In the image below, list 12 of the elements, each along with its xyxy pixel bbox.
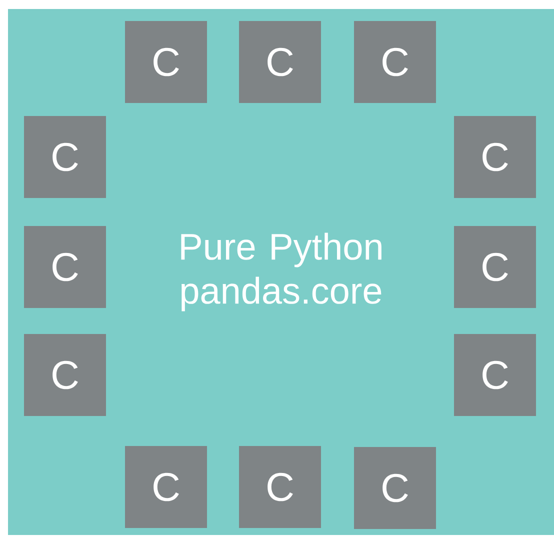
module-box: C — [454, 334, 536, 416]
module-box: C — [24, 226, 106, 308]
module-box: C — [24, 116, 106, 198]
module-box: C — [125, 21, 207, 103]
module-box: C — [354, 447, 436, 529]
module-box: C — [354, 21, 436, 103]
module-box: C — [239, 446, 321, 528]
module-box: C — [239, 21, 321, 103]
module-box: C — [454, 226, 536, 308]
module-box: C — [24, 334, 106, 416]
module-box: C — [125, 446, 207, 528]
module-box: C — [454, 116, 536, 198]
